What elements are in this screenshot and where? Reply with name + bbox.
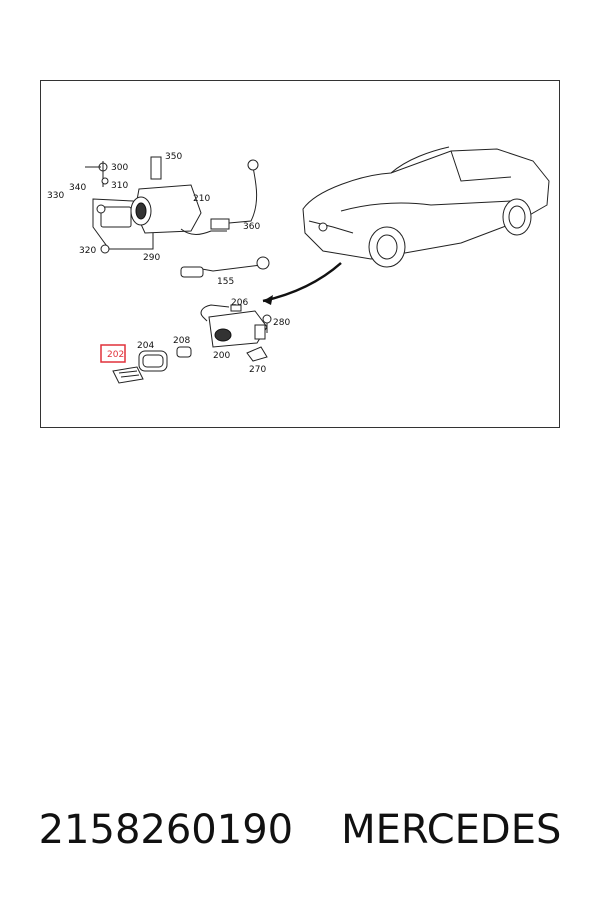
fog-lamp-bracket-assembly <box>85 156 270 278</box>
callout-350: 350 <box>165 152 182 162</box>
part-number: 2158260190 <box>38 807 294 853</box>
callout-155: 155 <box>217 277 234 287</box>
callout-270: 270 <box>249 365 266 375</box>
callout-210: 210 <box>193 194 210 204</box>
callout-360: 360 <box>243 222 260 232</box>
callout-280: 280 <box>273 318 290 328</box>
callout-204: 204 <box>137 341 154 351</box>
callout-300: 300 <box>111 163 128 173</box>
fog-lamp-parts <box>112 304 272 384</box>
callout-290: 290 <box>143 253 160 263</box>
callout-202: 202 <box>107 350 124 360</box>
callout-320: 320 <box>79 246 96 256</box>
car-illustration <box>302 146 550 268</box>
brand-name: MERCEDES <box>341 807 562 853</box>
callout-200: 200 <box>213 351 230 361</box>
part-caption: 2158260190 MERCEDES <box>0 800 600 860</box>
pointer-arrow <box>262 262 342 303</box>
callout-340: 340 <box>69 183 86 193</box>
callout-330: 330 <box>47 191 64 201</box>
callout-206: 206 <box>231 298 248 308</box>
parts-diagram: 300 350 310 330 340 210 360 320 290 155 … <box>40 80 560 428</box>
callout-310: 310 <box>111 181 128 191</box>
highlight-box <box>100 344 126 363</box>
callout-208: 208 <box>173 336 190 346</box>
exploded-view-drawing: 300 350 310 330 340 210 360 320 290 155 … <box>47 146 550 384</box>
